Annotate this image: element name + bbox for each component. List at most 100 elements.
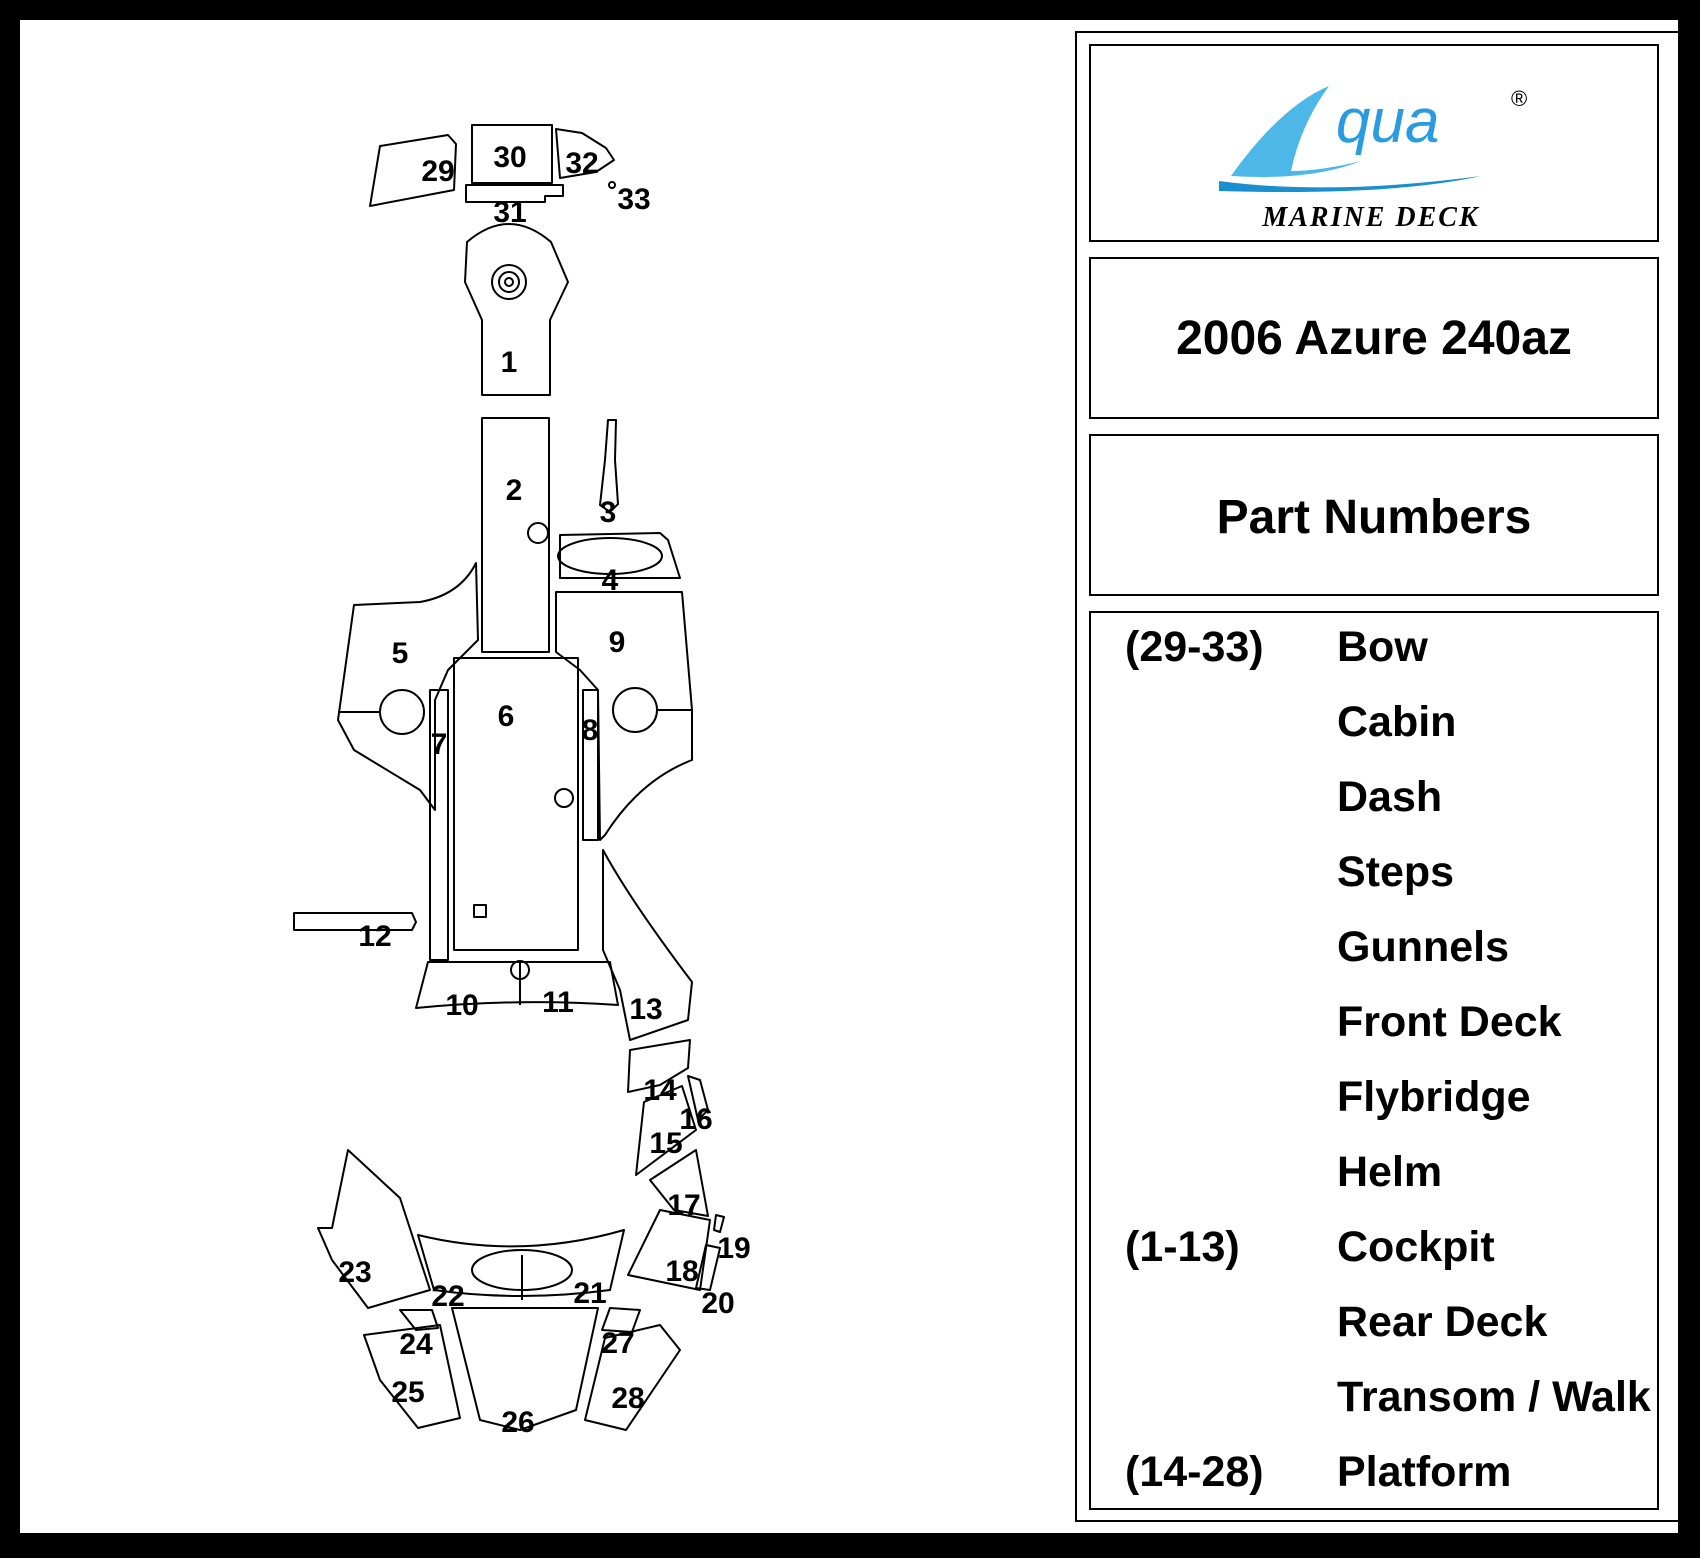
list-item: Gunnels bbox=[1091, 921, 1661, 981]
part-label-32: 32 bbox=[565, 147, 598, 180]
list-item: Front Deck bbox=[1091, 996, 1661, 1056]
area-name: Cockpit bbox=[1337, 1223, 1495, 1271]
pad-24-shape bbox=[399, 1309, 439, 1331]
part-label-6: 6 bbox=[498, 700, 515, 733]
pad-18-shape bbox=[627, 1209, 711, 1291]
list-item: (14-28) Platform bbox=[1091, 1446, 1661, 1506]
pad-30-shape bbox=[471, 124, 553, 184]
pad-1-shape bbox=[464, 223, 569, 396]
pad-32-shape bbox=[555, 128, 615, 179]
part-label-12: 12 bbox=[358, 920, 391, 953]
area-name: Transom / Walk bbox=[1337, 1373, 1651, 1421]
part-label-15: 15 bbox=[649, 1127, 682, 1160]
area-name: Platform bbox=[1337, 1448, 1512, 1496]
logo-box: qua ® MARINE DECK bbox=[1089, 44, 1659, 242]
part-label-33: 33 bbox=[617, 183, 650, 216]
part-label-30: 30 bbox=[493, 141, 526, 174]
area-name: Helm bbox=[1337, 1148, 1443, 1196]
part-label-4: 4 bbox=[602, 564, 619, 597]
part-range: (29-33) bbox=[1125, 623, 1264, 671]
model-title: 2006 Azure 240az bbox=[1176, 312, 1572, 365]
area-name: Cabin bbox=[1337, 698, 1457, 746]
area-name: Flybridge bbox=[1337, 1073, 1531, 1121]
pad-26-shape bbox=[451, 1307, 599, 1431]
pad-8-shape bbox=[582, 689, 599, 841]
part-label-8: 8 bbox=[582, 714, 599, 747]
pad-33-hole bbox=[608, 181, 616, 189]
heading-box: Part Numbers bbox=[1089, 434, 1659, 596]
list-item: Rear Deck bbox=[1091, 1296, 1661, 1356]
part-label-29: 29 bbox=[421, 155, 454, 188]
pad-31-shape bbox=[465, 184, 564, 203]
pad-12-shape bbox=[293, 912, 417, 931]
part-label-27: 27 bbox=[601, 1327, 634, 1360]
part-label-7: 7 bbox=[431, 728, 448, 761]
area-name: Steps bbox=[1337, 848, 1455, 896]
part-label-10: 10 bbox=[445, 989, 478, 1022]
pad-17-shape bbox=[649, 1149, 709, 1217]
list-item: Flybridge bbox=[1091, 1071, 1661, 1131]
part-label-18: 18 bbox=[665, 1255, 698, 1288]
area-name: Bow bbox=[1337, 623, 1428, 671]
pad-28-shape bbox=[584, 1324, 681, 1431]
section-heading: Part Numbers bbox=[1216, 491, 1532, 544]
pad-7-shape bbox=[429, 689, 449, 961]
area-name: Front Deck bbox=[1337, 998, 1562, 1046]
area-name: Gunnels bbox=[1337, 923, 1510, 971]
part-label-23: 23 bbox=[338, 1256, 371, 1289]
pad-4-shape bbox=[559, 532, 681, 579]
pad-21-22-shape bbox=[417, 1229, 625, 1297]
list-item: Steps bbox=[1091, 846, 1661, 906]
list-item: Dash bbox=[1091, 771, 1661, 831]
list-item: (29-33) Bow bbox=[1091, 621, 1661, 681]
pad-5-shape bbox=[337, 562, 479, 811]
part-label-2: 2 bbox=[506, 474, 523, 507]
part-label-14: 14 bbox=[643, 1074, 677, 1107]
part-label-21: 21 bbox=[573, 1277, 606, 1310]
pad-25-shape bbox=[363, 1324, 461, 1429]
part-label-31: 31 bbox=[493, 196, 526, 229]
part-label-11: 11 bbox=[542, 986, 574, 1019]
part-label-17: 17 bbox=[667, 1189, 700, 1222]
part-label-9: 9 bbox=[609, 626, 626, 659]
area-name: Dash bbox=[1337, 773, 1443, 821]
pad-19-shape bbox=[713, 1214, 725, 1233]
wave-dark-icon bbox=[1219, 176, 1481, 192]
part-label-24: 24 bbox=[399, 1328, 433, 1361]
list-item: Cabin bbox=[1091, 696, 1661, 756]
part-label-19: 19 bbox=[717, 1232, 750, 1265]
area-list: (29-33) Bow Cabin Dash Steps Gunnels bbox=[1089, 611, 1659, 1510]
pad-23-shape bbox=[317, 1149, 431, 1309]
part-label-20: 20 bbox=[701, 1287, 734, 1320]
pad-29-shape bbox=[369, 134, 457, 207]
model-box: 2006 Azure 240az bbox=[1089, 257, 1659, 419]
pad-6-shape bbox=[453, 657, 579, 951]
part-label-22: 22 bbox=[431, 1280, 464, 1313]
info-panel: qua ® MARINE DECK 2006 Azure 240az Part … bbox=[1075, 31, 1696, 1522]
part-label-1: 1 bbox=[501, 346, 518, 379]
area-name: Rear Deck bbox=[1337, 1298, 1548, 1346]
part-range: (14-28) bbox=[1125, 1448, 1264, 1496]
logo-wordmark: qua bbox=[1336, 87, 1439, 156]
part-label-16: 16 bbox=[679, 1103, 712, 1136]
pad-3-shape bbox=[599, 419, 619, 513]
list-item: Transom / Walk bbox=[1091, 1371, 1661, 1431]
pad-20-shape bbox=[695, 1244, 721, 1291]
part-label-5: 5 bbox=[392, 637, 409, 670]
pad-9-shape bbox=[555, 591, 693, 841]
pad-13-shape bbox=[602, 849, 693, 1041]
part-label-3: 3 bbox=[600, 496, 617, 529]
list-item: (1-13) Cockpit bbox=[1091, 1221, 1661, 1281]
pad-10-11-shape bbox=[415, 961, 619, 1009]
part-label-25: 25 bbox=[391, 1376, 424, 1409]
part-range: (1-13) bbox=[1125, 1223, 1240, 1271]
pad-16-shape bbox=[687, 1075, 709, 1121]
logo-subtitle: MARINE DECK bbox=[1261, 202, 1480, 233]
pad-14-shape bbox=[627, 1039, 691, 1093]
aqua-marine-deck-logo: qua ® MARINE DECK bbox=[1219, 86, 1527, 233]
registered-mark: ® bbox=[1511, 86, 1527, 111]
list-item: Helm bbox=[1091, 1146, 1661, 1206]
part-label-26: 26 bbox=[501, 1406, 534, 1439]
